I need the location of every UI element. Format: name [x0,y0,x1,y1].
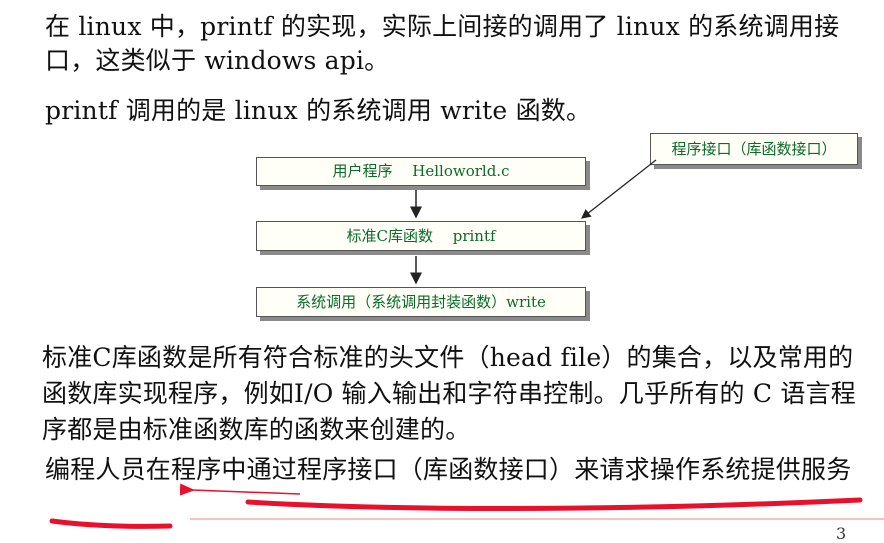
stdlib-paragraph: 标准C库函数是所有符合标准的头文件（head file）的集合，以及常用的函数库… [42,343,856,444]
red-underline-stroke [245,497,863,511]
page-number: 3 [836,524,847,543]
write-call-paragraph: printf 调用的是 linux 的系统调用 write 函数。 [45,96,592,125]
programmer-paragraph: 编程人员在程序中通过程序接口（库函数接口）来请求操作系统提供服务 [45,455,852,484]
red-arrow-to-start [179,483,301,496]
callout-pointer [581,159,657,219]
std-c-lib-box: 标准C库函数 printf [256,221,586,251]
red-bracket-stroke [49,518,173,529]
syscall-box: 系统调用（系统调用封装函数）write [256,287,586,317]
intro-paragraph: 在 linux 中，printf 的实现，实际上间接的调用了 linux 的系统… [45,12,840,75]
user-program-box: 用户程序 Helloworld.c [256,157,586,186]
interface-callout-box: 程序接口（库函数接口） [650,133,858,165]
